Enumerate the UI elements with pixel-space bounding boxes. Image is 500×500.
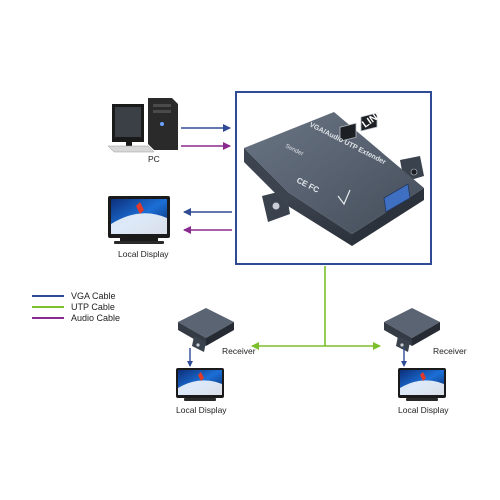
sender-frame: [235, 91, 432, 265]
legend-label-vga: VGA Cable: [71, 291, 116, 301]
receiver-left-label: Receiver: [222, 346, 256, 356]
legend-swatch-audio: [32, 317, 64, 319]
receiver-right-device: [384, 308, 440, 352]
local-display-right-label: Local Display: [398, 405, 449, 415]
legend-label-utp: UTP Cable: [71, 302, 115, 312]
local-display-left-label: Local Display: [176, 405, 227, 415]
receiver-left-device: [178, 308, 234, 352]
legend-item-audio: Audio Cable: [32, 313, 120, 323]
legend-item-utp: UTP Cable: [32, 302, 115, 312]
lcd-monitor-icon: [108, 196, 170, 244]
legend-label-audio: Audio Cable: [71, 313, 121, 323]
legend-swatch-vga: [32, 295, 64, 297]
pc-label: PC: [148, 154, 160, 164]
legend-item-vga: VGA Cable: [32, 291, 116, 301]
lcd-monitor-left-icon: [176, 368, 224, 401]
sender-device: VGA/Audio UTP Extender Sender LINK-MI CE…: [244, 100, 424, 246]
local-display-top-label: Local Display: [118, 249, 169, 259]
lcd-monitor-right-icon: [398, 368, 446, 401]
sender-brand-text: LINK-MI: [360, 100, 397, 131]
receiver-right-label: Receiver: [433, 346, 467, 356]
legend-swatch-utp: [32, 306, 64, 308]
desktop-computer-icon: [107, 98, 178, 153]
